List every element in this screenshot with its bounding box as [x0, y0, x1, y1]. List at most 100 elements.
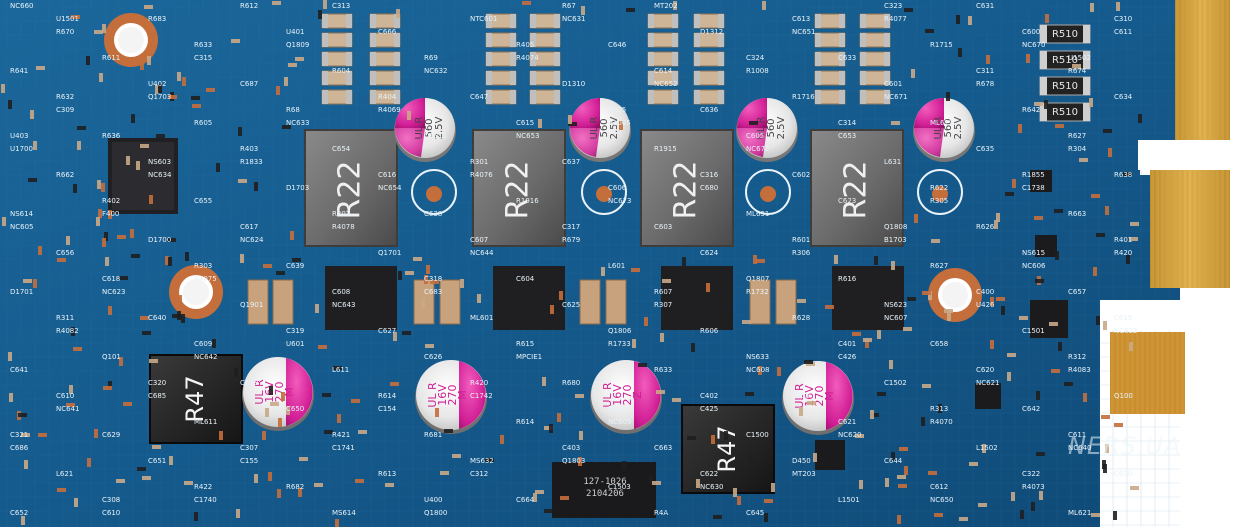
- silkscreen-label: ML631: [746, 210, 769, 218]
- silkscreen-label: C312: [470, 470, 488, 478]
- silkscreen-label: C685: [148, 392, 166, 400]
- silkscreen-label: C680: [700, 184, 718, 192]
- silkscreen-label: C642: [1022, 405, 1040, 413]
- silkscreen-label: C659: [792, 392, 810, 400]
- silkscreen-label: U401: [286, 28, 304, 36]
- silkscreen-label: C687: [240, 80, 258, 88]
- silkscreen-label: R614: [516, 418, 535, 426]
- silkscreen-label: R607: [654, 288, 672, 296]
- through-hole-row: [411, 169, 963, 215]
- silkscreen-label: Q1901: [240, 301, 263, 309]
- capacitor-marking: 16V: [611, 384, 624, 406]
- silkscreen-label: C611: [1114, 28, 1132, 36]
- silkscreen-label: R662: [56, 171, 74, 179]
- silkscreen-label: C322: [1022, 470, 1040, 478]
- silkscreen-label: R627: [930, 262, 948, 270]
- silkscreen-label: MS614: [332, 509, 356, 517]
- silkscreen-label: R601: [792, 236, 810, 244]
- silkscreen-label: R633: [194, 41, 212, 49]
- choke-label: R22: [839, 160, 874, 219]
- capacitor-marking: 2.5V: [776, 116, 787, 139]
- silkscreen-label: C308: [102, 496, 120, 504]
- silkscreen-label: C617: [240, 223, 258, 231]
- capacitor-marking: 270: [621, 385, 634, 406]
- silkscreen-label: C620: [976, 366, 994, 374]
- silkscreen-label: R313: [930, 405, 948, 413]
- capacitor-marking: UL R: [426, 382, 439, 408]
- silkscreen-label: Q101: [102, 353, 121, 361]
- silkscreen-label: C666: [378, 28, 397, 36]
- silkscreen-label: L621: [56, 470, 73, 478]
- silkscreen-label: R1855: [1022, 171, 1045, 179]
- silkscreen-label: R304: [1068, 145, 1087, 153]
- silkscreen-label: R636: [102, 132, 121, 140]
- silkscreen-label: C647: [470, 93, 488, 101]
- silkscreen-label: C1500: [746, 431, 769, 439]
- silkscreen-label: C1740: [194, 496, 217, 504]
- silkscreen-label: C320: [148, 379, 166, 387]
- silkscreen-label: C313: [332, 2, 350, 10]
- silkscreen-label: C635: [976, 145, 994, 153]
- inductor-choke: R22: [304, 129, 398, 247]
- silkscreen-label: R1715: [930, 41, 953, 49]
- silkscreen-label: F400: [102, 210, 119, 218]
- silkscreen-label: R404: [378, 93, 397, 101]
- silkscreen-label: R422: [194, 483, 212, 491]
- capacitor-marking: 560: [599, 118, 610, 137]
- silkscreen-label: C610: [56, 392, 74, 400]
- silkscreen-label: R611: [102, 54, 120, 62]
- pwm-controller-chip: [108, 138, 178, 214]
- silkscreen-label: R615: [516, 340, 534, 348]
- silkscreen-label: R302: [332, 210, 350, 218]
- silkscreen-label: C1742: [470, 392, 493, 400]
- silkscreen-label: C663: [654, 444, 672, 452]
- silkscreen-label: C609: [194, 340, 212, 348]
- silkscreen-label: R401: [1114, 236, 1132, 244]
- silkscreen-label: R628: [792, 314, 810, 322]
- silkscreen-label: C634: [1114, 93, 1133, 101]
- silkscreen-label: R405: [516, 41, 534, 49]
- silkscreen-label: Q100: [1114, 392, 1133, 400]
- silkscreen-label: NC620: [838, 431, 862, 439]
- silkscreen-label: C641: [10, 366, 28, 374]
- silkscreen-label: C658: [930, 340, 948, 348]
- resistor: R510: [1039, 76, 1091, 96]
- silkscreen-label: C600: [1022, 28, 1040, 36]
- silkscreen-label: D1310: [562, 80, 585, 88]
- silkscreen-label: C1501: [1022, 327, 1045, 335]
- silkscreen-label: U426: [976, 301, 995, 309]
- silkscreen-label: R670: [56, 28, 74, 36]
- silkscreen-label: D450: [792, 457, 811, 465]
- silkscreen-label: NC633: [286, 119, 310, 127]
- silkscreen-label: U1700: [10, 145, 33, 153]
- silkscreen-label: R4077: [884, 15, 907, 23]
- capacitor-marking: 2.5V: [434, 116, 445, 139]
- silkscreen-label: C426: [838, 353, 857, 361]
- inductor-choke: R22: [472, 129, 566, 247]
- svg-text:127-1026: 127-1026: [583, 477, 626, 487]
- silkscreen-label: NC641: [56, 405, 80, 413]
- silkscreen-label: R420: [470, 379, 488, 387]
- mounting-hole: [928, 268, 982, 322]
- small-chip-cluster: [815, 170, 1068, 470]
- silkscreen-label: R311: [56, 314, 74, 322]
- silkscreen-label: R683: [148, 15, 166, 23]
- silkscreen-label: D1311: [424, 132, 447, 140]
- silkscreen-label: NC644: [470, 249, 494, 257]
- silkscreen-label: C325: [608, 106, 626, 114]
- silkscreen-label: C310: [1114, 15, 1132, 23]
- silkscreen-label: R4083: [1068, 366, 1091, 374]
- silkscreen-label: D1701: [10, 288, 33, 296]
- watermark-text: NERS.UA: [1068, 432, 1182, 460]
- silkscreen-label: L611: [332, 366, 349, 374]
- silkscreen-label: NC652: [654, 80, 678, 88]
- silkscreen-label: R616: [838, 275, 857, 283]
- silkscreen-label: C324: [746, 54, 765, 62]
- silkscreen-label: C621: [838, 418, 856, 426]
- silkscreen-label: D1703: [286, 184, 309, 192]
- mounting-hole: [169, 265, 223, 319]
- silkscreen-label: C403: [562, 444, 580, 452]
- silkscreen-label: NC673: [608, 197, 632, 205]
- silkscreen-label: NC608: [746, 366, 770, 374]
- silkscreen-label: C624: [700, 249, 719, 257]
